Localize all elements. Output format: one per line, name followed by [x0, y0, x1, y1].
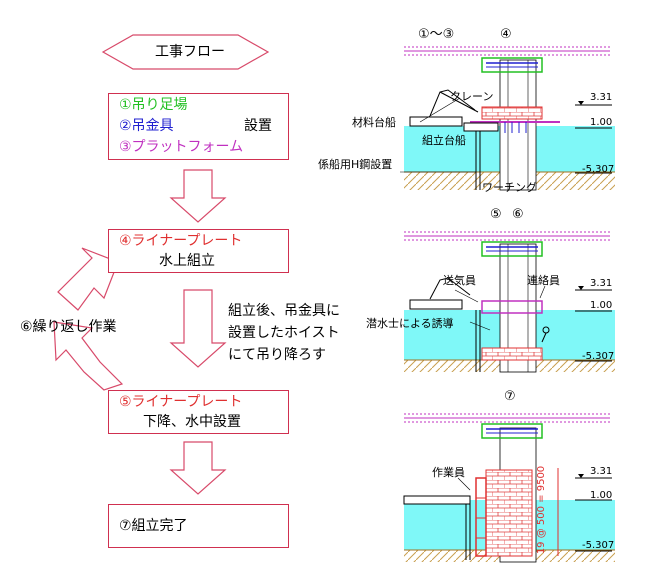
step5-line1: ⑤ライナープレート — [119, 394, 243, 410]
step1-line1: ①吊り足場 — [119, 97, 188, 113]
repeat-arrow-lower — [53, 321, 124, 391]
p1-waching: ワーチング — [482, 181, 537, 194]
p2-level-top: 3.31 — [590, 278, 613, 289]
p3-vertical-dim: 19 @ 500 = 9500 — [536, 465, 548, 555]
p1-level-mid: 1.00 — [590, 117, 613, 128]
down-arrow-3 — [169, 441, 227, 495]
flow-step-7: ⑦組立完了 — [108, 504, 289, 548]
p1-crane: クレーン — [450, 90, 494, 103]
p3-level-top: 3.31 — [590, 466, 613, 477]
note-line-2: 設置したホイスト — [228, 325, 340, 341]
p1-header-left: ①〜③ — [418, 27, 455, 42]
flow-title-shape — [101, 34, 270, 70]
p2-air-crew: 送気員 — [443, 274, 476, 287]
p2-level-bot: -5.307 — [582, 351, 615, 362]
down-arrow-2 — [169, 289, 227, 368]
repeat-arrow-upper — [57, 247, 119, 311]
p3-header: ⑦ — [504, 389, 516, 404]
p2-header-right: ⑥ — [512, 207, 524, 222]
flow-title: 工事フロー — [155, 44, 225, 60]
step1-line2: ②吊金具 — [119, 118, 174, 134]
repeat-label: ⑥繰り返し作業 — [20, 319, 117, 335]
p1-mooring: 係船用H鋼設置 — [318, 158, 393, 171]
step1-line3: ③プラットフォーム — [119, 139, 244, 155]
flow-step-5: ⑤ライナープレート 下降、水中設置 — [108, 390, 289, 434]
p2-level-mid: 1.00 — [590, 300, 613, 311]
down-arrow-1 — [169, 169, 227, 223]
panel-2 — [404, 231, 615, 373]
step4-line2: 水上組立 — [159, 253, 215, 269]
panel-1 — [400, 46, 615, 191]
p1-material-barge: 材料台船 — [352, 116, 396, 129]
p1-assembly-barge: 組立台船 — [422, 134, 466, 147]
panel-3 — [403, 413, 615, 563]
step1-line2-suffix: 設置 — [244, 118, 272, 134]
step7-line1: ⑦組立完了 — [119, 518, 188, 534]
note-line-1: 組立後、吊金具に — [228, 303, 340, 319]
p1-level-bot: -5.307 — [582, 164, 615, 175]
flow-step-1: ①吊り足場 ②吊金具 設置 ③プラットフォーム — [108, 93, 289, 160]
p2-diver-guide: 潜水士による誘導 — [366, 317, 454, 330]
p3-worker: 作業員 — [432, 466, 465, 479]
p2-header-left: ⑤ — [490, 207, 502, 222]
p3-level-mid: 1.00 — [590, 490, 613, 501]
p1-level-top: 3.31 — [590, 92, 613, 103]
p3-level-bot: -5.307 — [582, 540, 615, 551]
p2-contact-crew: 連絡員 — [527, 274, 560, 287]
p1-header-right: ④ — [500, 27, 512, 42]
note-line-3: にて吊り降ろす — [228, 347, 326, 363]
flow-step-4: ④ライナープレート 水上組立 — [108, 229, 289, 273]
step4-line1: ④ライナープレート — [119, 233, 243, 249]
step5-line2: 下降、水中設置 — [143, 414, 241, 430]
